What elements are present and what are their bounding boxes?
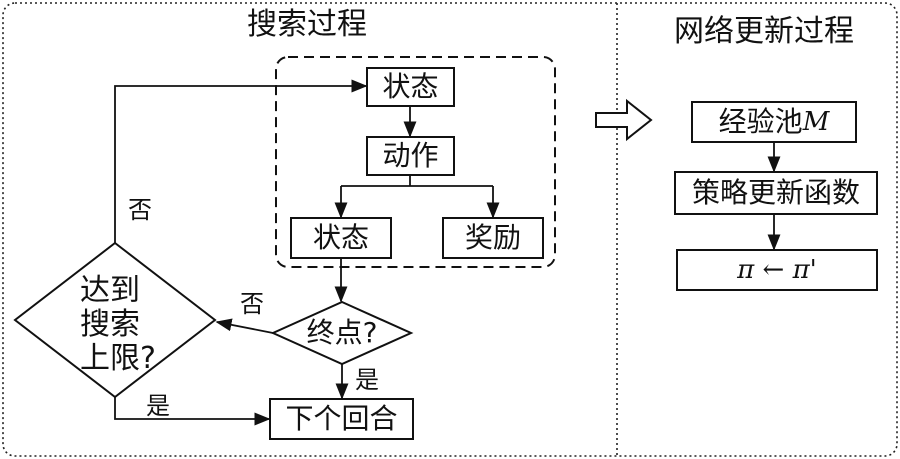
replay-text: 经验池 <box>718 105 803 138</box>
limit-label-line1: 达到 <box>80 273 140 308</box>
reward-label: 奖励 <box>464 221 521 254</box>
arrow-limit-yes <box>114 397 271 426</box>
next-episode-label: 下个回合 <box>285 402 398 435</box>
yes-label-right: 是 <box>355 366 379 394</box>
arrow-terminal-no <box>215 318 274 334</box>
pi-update-label: π ← π' <box>737 255 817 285</box>
no-label-mid: 否 <box>240 290 264 318</box>
no-label-top: 否 <box>128 196 152 224</box>
transition-arrow <box>595 98 653 142</box>
state-next-label: 状态 <box>312 221 369 254</box>
yes-label-bottom: 是 <box>146 392 170 420</box>
replay-symbol: M <box>802 107 830 137</box>
action-label: 动作 <box>382 139 439 172</box>
pi-update-box <box>676 249 878 291</box>
search-process-title: 搜索过程 <box>247 7 367 42</box>
policy-update-label: 策略更新函数 <box>691 176 860 209</box>
terminal-label: 终点? <box>306 316 378 349</box>
limit-label-line3: 上限? <box>80 341 156 376</box>
state-top-label: 状态 <box>382 70 439 103</box>
arrow-limit-no <box>114 79 368 243</box>
policy-update-box <box>674 171 878 215</box>
limit-label-line2: 搜索 <box>80 307 140 342</box>
network-update-title: 网络更新过程 <box>674 14 854 49</box>
